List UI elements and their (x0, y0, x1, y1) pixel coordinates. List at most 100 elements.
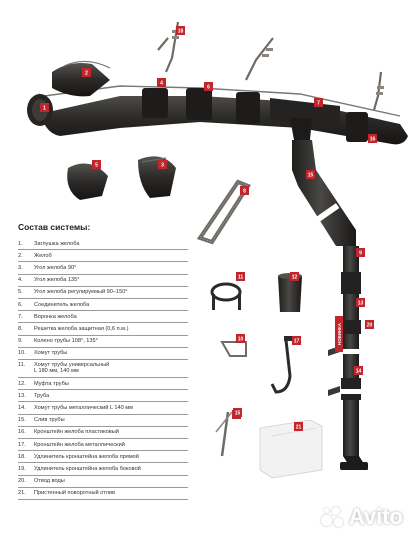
part-badge-label: 15 (235, 410, 241, 416)
part-name-text: Муфта трубы (34, 380, 69, 387)
part-row: 17.Кронштейн желоба металлический (18, 439, 188, 452)
part-number: 12. (18, 380, 26, 387)
part-name: Кронштейн желоба пластиковый (34, 429, 188, 435)
new-product-label: НОВИНКА (335, 316, 343, 352)
part-badge-label: 11 (238, 274, 244, 280)
part-row: 6.Соединитель желоба (18, 299, 188, 312)
part-number: 3. (18, 265, 23, 271)
part-name: Угол желоба 90° (34, 265, 188, 271)
part-name: Слив трубы (34, 417, 188, 423)
part-badge-label: 21 (296, 424, 302, 430)
part-name-text: Труба (34, 392, 50, 399)
part-badge-label: 4 (160, 80, 163, 86)
part-number: 8. (18, 326, 23, 333)
part-number: 11. (18, 362, 26, 369)
part-badge (233, 408, 242, 417)
downpipe (292, 140, 368, 470)
part-badge-label: 7 (317, 100, 320, 106)
part-badge (354, 366, 363, 375)
part-row: 19. Удлинитель кронштейна желоба боковой (18, 463, 188, 476)
part-number: 13. (18, 392, 26, 399)
part-name-text: Угол желоба регулируемый 90–150° (34, 289, 128, 296)
part-number: 19. (18, 466, 26, 473)
part-name-text: Воронка желоба (34, 313, 77, 320)
avito-watermark: Avito (320, 504, 403, 530)
part-number: 4. (18, 277, 23, 284)
part-name-text: Кронштейн желоба металлический (34, 441, 125, 448)
part-badge-label: 18 (178, 28, 184, 34)
part-name-text: Хомут трубы металлический L 140 мм (34, 405, 133, 412)
part-number: 14. (18, 405, 26, 412)
parts-list-title: Состав системы: (18, 222, 91, 232)
part-row: 15.Слив трубы (18, 415, 188, 427)
part-row: 2. Желоб (18, 250, 188, 263)
part-name-text: Удлинитель кронштейна желоба боковой (34, 466, 141, 473)
part-badge-label: 3 (161, 162, 164, 168)
part-badge-label: 15 (308, 172, 314, 178)
part-badge (236, 272, 245, 281)
part-name: Отвод воды (34, 478, 188, 484)
part-badge-label: 8 (243, 188, 246, 194)
part-number: 16. (18, 429, 26, 436)
part-number: 2. (18, 252, 23, 259)
part-name-sub: L 180 мм, 140 мм (34, 368, 79, 375)
part-name-text: Хомут трубы (34, 350, 68, 357)
part-badge-label: 16 (370, 136, 376, 142)
part-name-text: Решетка желоба защитная (0,6 п.м.) (34, 326, 129, 333)
pipe-clamp (210, 282, 242, 310)
part-number: 21. (18, 490, 26, 497)
part-badge (40, 103, 49, 112)
part-badge (204, 82, 213, 91)
part-badge (306, 170, 315, 179)
part-name: Труба (34, 393, 188, 399)
bracket-extension (215, 411, 233, 457)
part-badge (314, 98, 323, 107)
part-badge (292, 336, 301, 345)
part-name-text: Слив трубы (34, 417, 65, 424)
part-badge-label: 6 (207, 84, 210, 90)
wall-outlet (259, 419, 323, 479)
part-row: 4. Угол желоба 135° (18, 275, 188, 287)
part-name: Удлинитель кронштейна желоба прямой (34, 454, 188, 460)
part-badge (176, 26, 185, 35)
part-number: 20. (18, 478, 26, 485)
part-name-text: Кронштейн желоба пластиковый (34, 429, 119, 436)
part-name-text: Угол желоба 135° (34, 277, 80, 284)
part-number: 10. (18, 350, 26, 357)
part-name: Хомут трубы металлический L 140 мм (34, 405, 188, 411)
part-number: 6. (18, 301, 23, 308)
part-name-text: Удлинитель кронштейна желоба прямой (34, 453, 139, 460)
part-row: 14. Хомут трубы металлический L 140 мм (18, 402, 188, 415)
part-number: 7. (18, 313, 23, 320)
part-badge-label: 14 (356, 368, 362, 374)
part-name: Решетка желоба защитная (0,6 п.м.) (34, 326, 188, 332)
part-name-text: Угол желоба 90° (34, 265, 77, 271)
part-badge-label: 5 (95, 162, 98, 168)
part-name: Желоб (34, 253, 188, 259)
part-number: 5. (18, 289, 23, 296)
part-name: Колено трубы 108°, 135° (34, 338, 188, 344)
part-badge (158, 160, 167, 169)
part-row: 16. Кронштейн желоба пластиковый (18, 427, 188, 440)
part-badge-label: 12 (292, 274, 298, 280)
part-name-text: Желоб (34, 252, 52, 259)
part-name: Угол желоба регулируемый 90–150° (34, 289, 188, 295)
part-badge (92, 160, 101, 169)
part-name-text: Хомут трубы универсальный (34, 362, 110, 369)
part-row: 12. Муфта трубы (18, 378, 188, 391)
part-row: 1.Заглушка желоба (18, 238, 188, 251)
part-row: 9. Колено трубы 108°, 135° (18, 336, 188, 348)
part-badge-label: 1 (43, 105, 46, 111)
part-name-text: Колено трубы 108°, 135° (34, 338, 98, 345)
part-badge (82, 68, 91, 77)
part-badge-label: 9 (359, 250, 362, 256)
gutter-run (27, 60, 408, 145)
part-badge (290, 272, 299, 281)
part-badge (240, 186, 249, 195)
part-row: 20. Отвод воды (18, 476, 188, 488)
part-number: 9. (18, 338, 23, 345)
